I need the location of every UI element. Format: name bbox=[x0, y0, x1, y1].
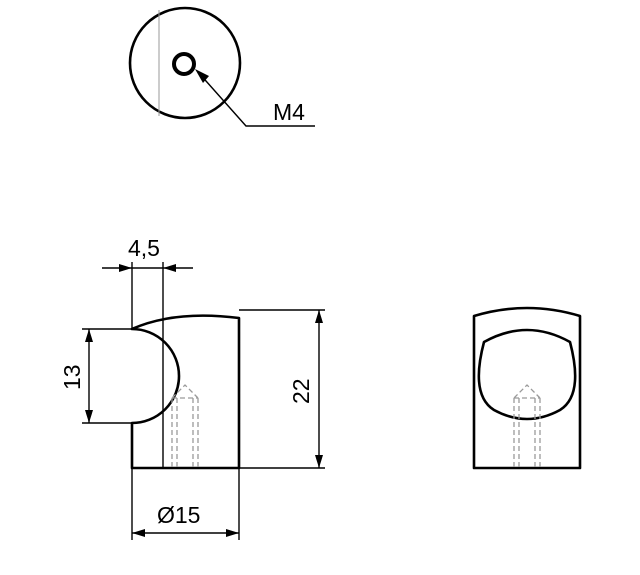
thread-hole bbox=[172, 52, 196, 76]
top-view-outline bbox=[128, 6, 242, 120]
front-hidden-thread bbox=[171, 384, 199, 468]
dimension-recess-height bbox=[82, 328, 132, 424]
dimension-height bbox=[239, 309, 325, 469]
dimension-diameter bbox=[131, 468, 240, 540]
side-hidden-thread bbox=[513, 384, 541, 468]
dimension-recess-height-label: 13 bbox=[59, 364, 85, 390]
front-view-outline bbox=[130, 314, 241, 470]
front-view: 4,5 13 22 Ø15 bbox=[59, 235, 325, 540]
thread-label: M4 bbox=[273, 99, 305, 125]
dimension-offset-label: 4,5 bbox=[128, 235, 160, 261]
top-view: M4 bbox=[128, 6, 315, 127]
dimension-diameter-label: Ø15 bbox=[157, 502, 200, 528]
side-view bbox=[472, 306, 582, 470]
side-view-recess bbox=[477, 328, 577, 421]
dimension-height-label: 22 bbox=[288, 378, 314, 404]
side-view-outline bbox=[472, 306, 582, 470]
thread-leader bbox=[195, 69, 315, 127]
dimension-offset bbox=[102, 262, 193, 330]
